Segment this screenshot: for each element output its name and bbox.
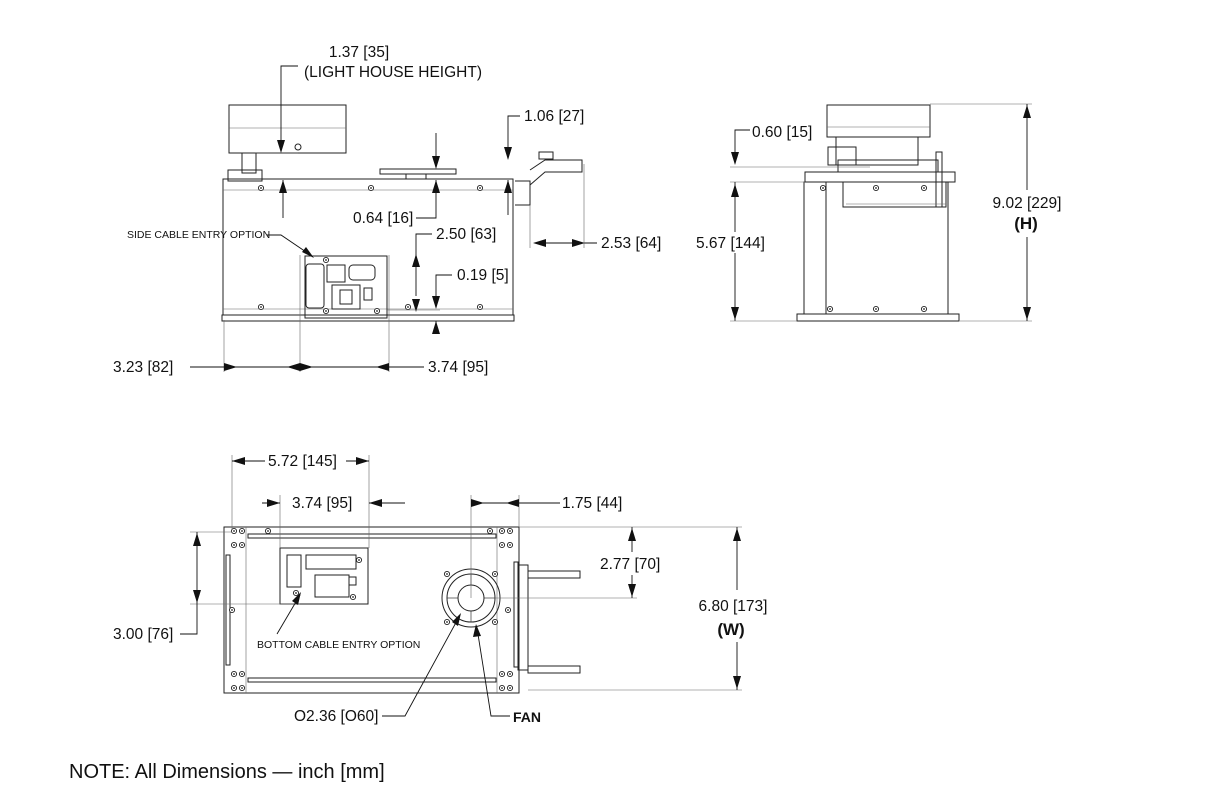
top-view — [223, 526, 581, 694]
dimensions-note: NOTE: All Dimensions — inch [mm] — [69, 761, 385, 783]
width-tag: (W) — [717, 620, 744, 639]
main-enclosure — [222, 178, 514, 316]
side-view — [796, 104, 960, 322]
dim-5-67: 5.67 [144] — [696, 235, 765, 252]
dim-3-74-top: 3.74 [95] — [292, 495, 352, 512]
light-house — [228, 104, 347, 154]
dim-1-75: 1.75 [44] — [562, 495, 622, 512]
dim-1-06: 1.06 [27] — [524, 108, 584, 125]
bottom-cable-panel — [279, 547, 369, 605]
dim-2-53: 2.53 [64] — [601, 235, 661, 252]
side-cable-label: SIDE CABLE ENTRY OPTION — [127, 229, 270, 241]
height-tag: (H) — [1014, 214, 1038, 233]
dim-0-64: 0.64 [16] — [353, 210, 413, 227]
dimension-lines — [180, 65, 1032, 717]
dim-2-77: 2.77 [70] — [600, 556, 660, 573]
fan-diameter: O2.36 [O60] — [294, 708, 378, 725]
dim-2-50: 2.50 [63] — [436, 226, 496, 243]
dim-3-00: 3.00 [76] — [113, 626, 173, 643]
bottom-cable-label: BOTTOM CABLE ENTRY OPTION — [257, 639, 420, 651]
front-view — [221, 104, 583, 322]
dim-width: 6.80 [173] — [699, 598, 768, 615]
fan-label: FAN — [513, 709, 541, 725]
dimension-labels: 1.37 [35] (LIGHT HOUSE HEIGHT) 1.06 [27]… — [69, 44, 1061, 783]
side-cable-panel — [304, 255, 388, 319]
dim-lighthouse-height: 1.37 [35] — [329, 44, 389, 61]
dim-3-23: 3.23 [82] — [113, 359, 173, 376]
base-plate — [223, 526, 520, 694]
dim-0-60: 0.60 [15] — [752, 124, 812, 141]
dim-height: 9.02 [229] — [993, 195, 1062, 212]
lighthouse-note: (LIGHT HOUSE HEIGHT) — [304, 64, 482, 81]
dim-5-72: 5.72 [145] — [268, 453, 337, 470]
dim-3-74-front: 3.74 [95] — [428, 359, 488, 376]
dim-0-19: 0.19 [5] — [457, 267, 509, 284]
side-enclosure — [825, 181, 949, 315]
